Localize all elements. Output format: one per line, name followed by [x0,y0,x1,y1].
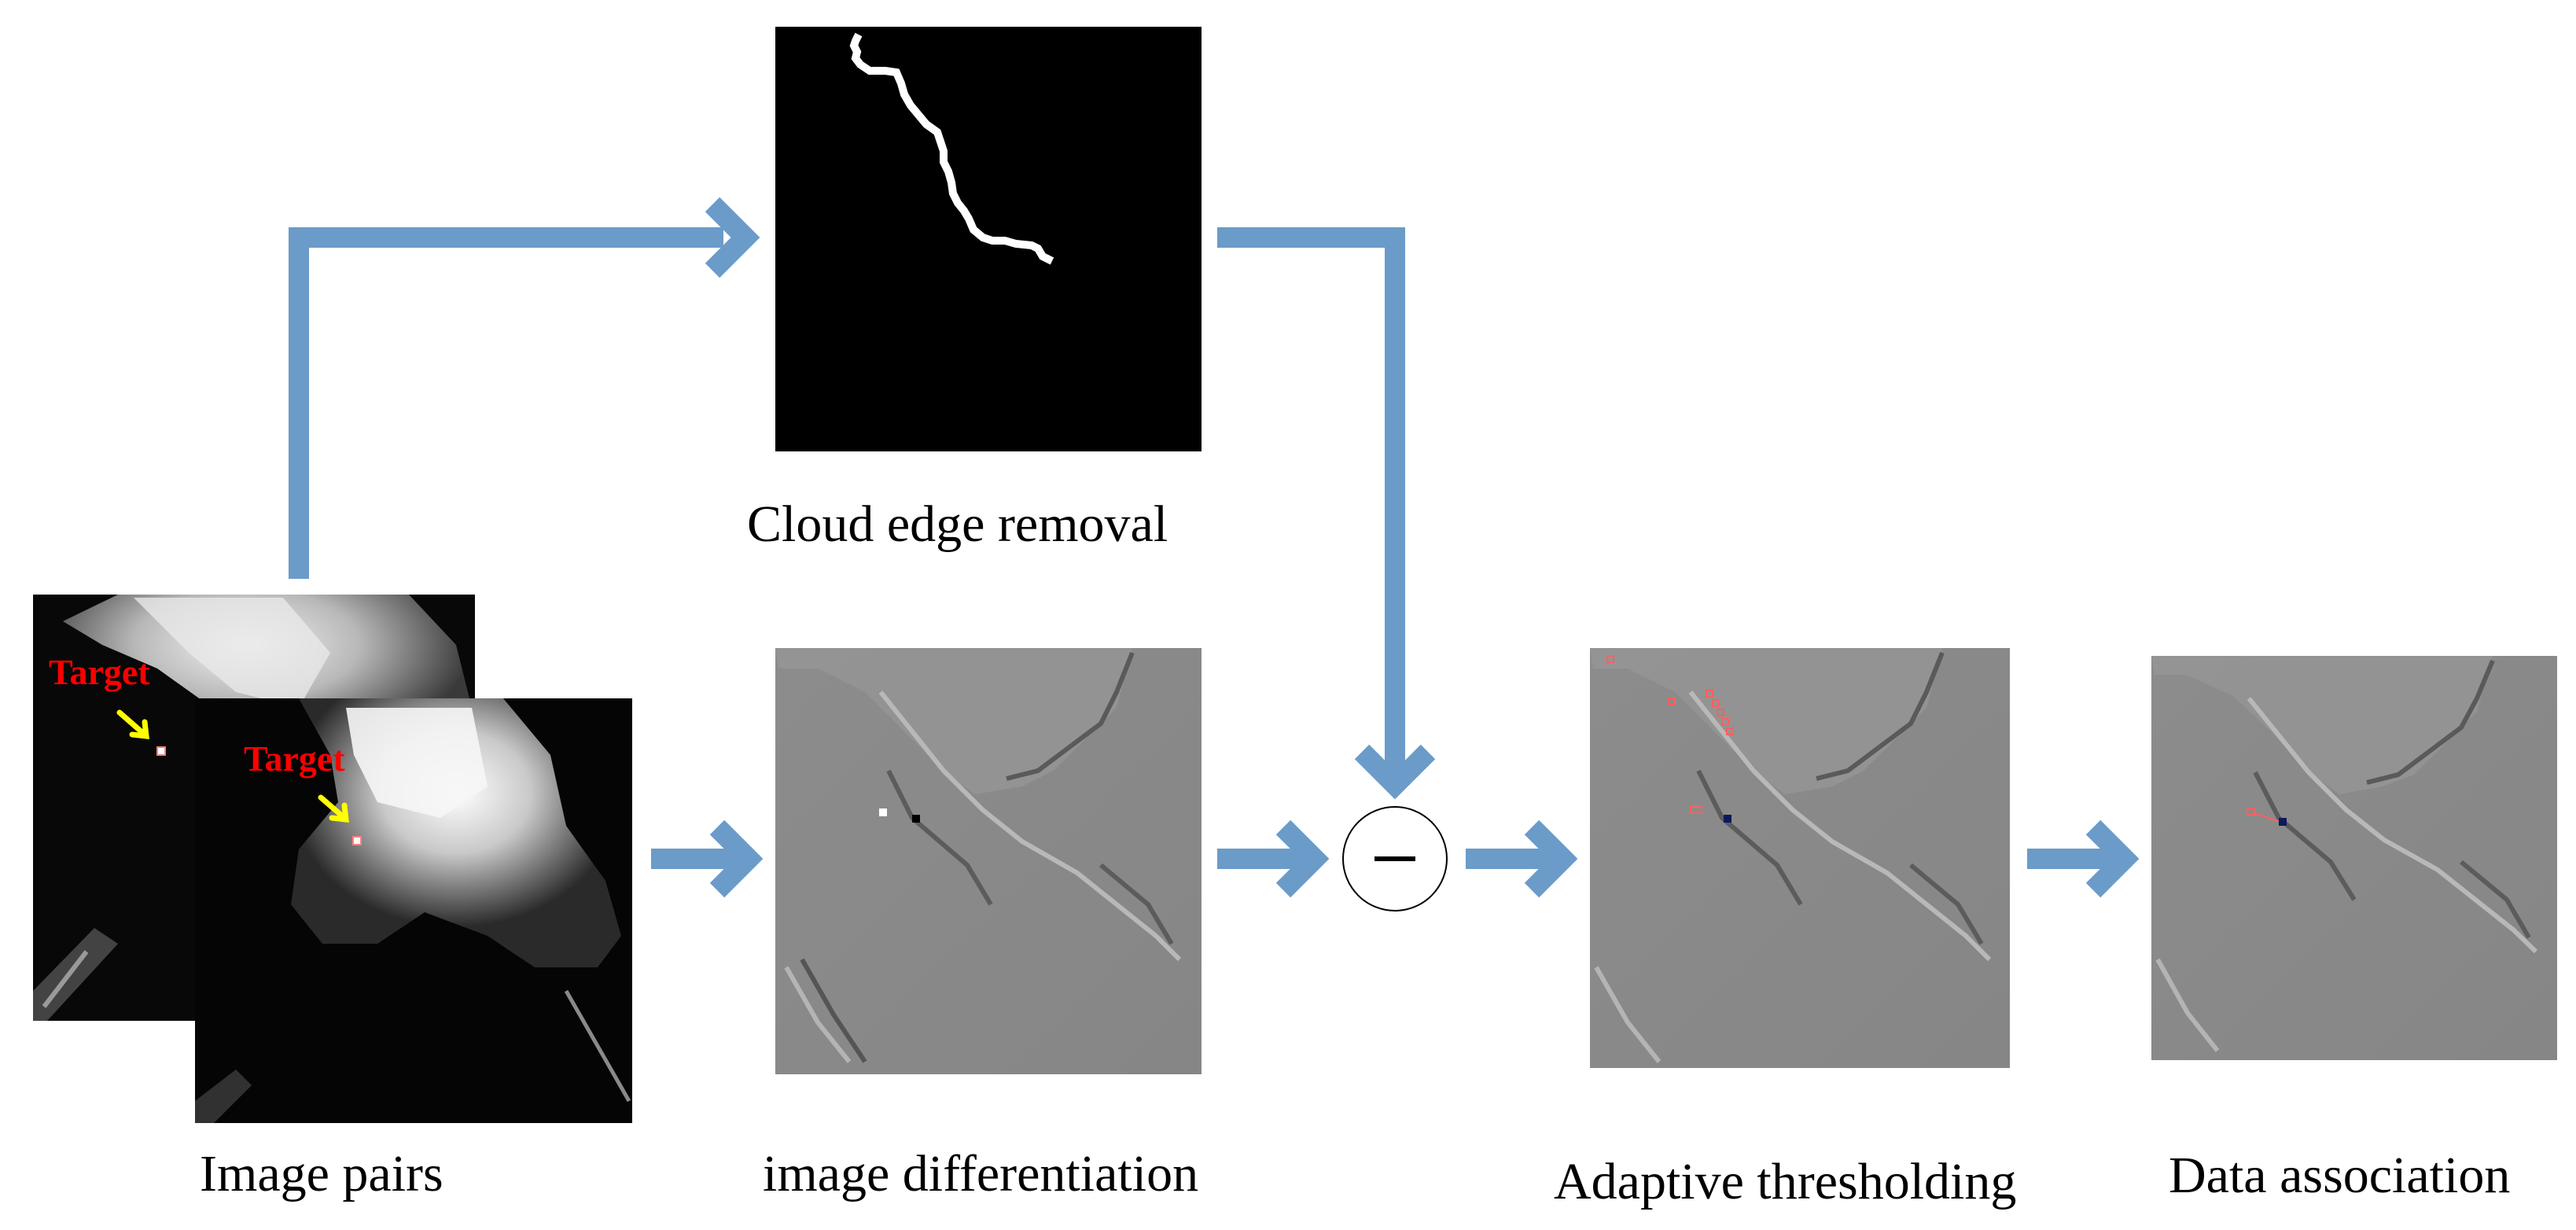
data-association-panel [2151,656,2557,1060]
arrow-pairs-to-cloud-edge [289,197,760,579]
minus-icon [1342,806,1448,911]
caption-data-association: Data association [2169,1147,2511,1204]
arrow-right-icon [1217,819,1330,898]
arrow-right-icon [1466,819,1578,898]
caption-image-differentiation: image differentiation [763,1145,1199,1202]
caption-cloud-edge-removal: Cloud edge removal [747,495,1168,553]
caption-adaptive-thresholding: Adaptive thresholding [1554,1153,2017,1210]
image-differentiation-panel [775,648,1202,1074]
adaptive-thresholding-panel [1590,648,2010,1068]
arrow-right-icon [651,819,764,898]
image-pair-front [195,698,632,1123]
target-pointer-icon [318,794,349,823]
target-pointer-icon [116,709,149,739]
cloud-edge-image [775,27,1202,451]
target-label-back: Target [49,652,150,692]
target-label-front: Target [244,738,345,779]
caption-image-pairs: Image pairs [200,1145,443,1202]
arrow-right-icon [2027,819,2140,898]
arrow-cloud-edge-to-minus [1217,227,1436,800]
